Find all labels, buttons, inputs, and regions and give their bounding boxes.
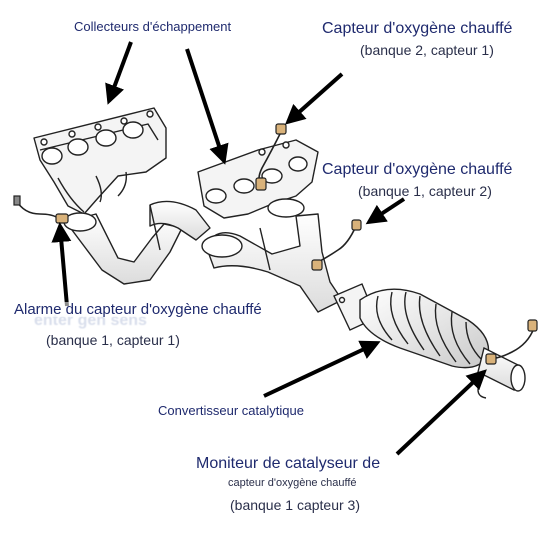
- left-downpipe: [63, 200, 211, 285]
- label-catalytic-converter: Convertisseur catalytique: [158, 403, 304, 418]
- label-o2-bank1-sensor2-title: Capteur d'oxygène chauffé: [322, 161, 513, 178]
- arrow-o2-bank1-sensor3: [395, 369, 487, 456]
- o2-sensor-bank1-sensor1: [13, 195, 69, 224]
- label-cat-monitor-sub: (banque 1 capteur 3): [230, 497, 360, 513]
- arrow-manifold-left: [105, 41, 133, 105]
- left-manifold: [33, 107, 167, 215]
- label-cat-monitor-mid: capteur d'oxygène chauffé: [228, 477, 357, 489]
- label-o2-bank2-sensor1-sub: (banque 2, capteur 1): [360, 42, 494, 58]
- o2-sensor-bank1-sensor3: [485, 319, 538, 365]
- arrow-o2-bank2-sensor1: [285, 72, 344, 125]
- arrow-o2-bank1-sensor2: [365, 197, 406, 225]
- label-exhaust-manifold: Collecteurs d'échappement: [74, 19, 232, 34]
- label-o2-bank1-sensor1-sub: (banque 1, capteur 1): [46, 332, 180, 348]
- label-o2-bank2-sensor1-title: Capteur d'oxygène chauffé: [322, 20, 513, 37]
- y-pipe: [201, 198, 343, 313]
- arrow-o2-bank1-sensor1: [51, 222, 72, 307]
- arrow-manifold-right: [185, 48, 229, 165]
- tailpipe-outlet: [477, 346, 526, 399]
- o2-sensor-bank2-sensor1: [255, 123, 287, 191]
- catalytic-converter-body: [359, 288, 490, 369]
- o2-sensor-bank1-sensor2: [311, 219, 362, 271]
- pointer-arrows: [51, 41, 487, 456]
- label-o2-bank1-sensor1-title: Alarme du capteur d'oxygène chauffé: [14, 301, 262, 318]
- label-cat-monitor-title: Moniteur de catalyseur de: [196, 455, 381, 472]
- label-o2-bank1-sensor2-sub: (banque 1, capteur 2): [358, 183, 492, 199]
- arrow-catalytic-converter: [263, 340, 381, 398]
